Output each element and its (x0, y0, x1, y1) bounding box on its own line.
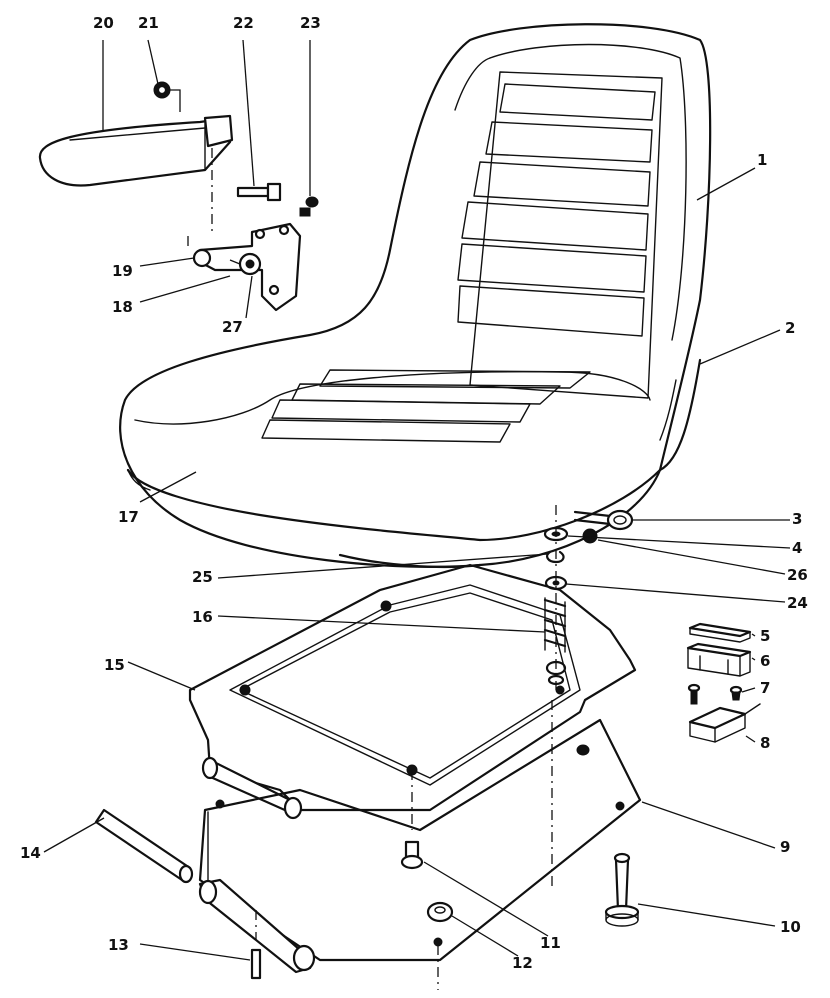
latch-parts (686, 622, 761, 743)
callout-7: 7 (760, 679, 770, 697)
callout-14: 14 (20, 844, 41, 862)
seat-assembly (119, 23, 712, 569)
callout-19: 19 (112, 262, 133, 280)
lower-pins (94, 744, 640, 980)
callout-16: 16 (192, 608, 213, 626)
pivot-hardware (543, 505, 634, 690)
callout-25: 25 (192, 568, 213, 586)
callout-24: 24 (787, 594, 808, 612)
armrest-assembly (38, 81, 319, 312)
leader-lines (43, 39, 791, 961)
callout-5: 5 (760, 627, 770, 645)
callout-20: 20 (93, 14, 114, 32)
callout-18: 18 (112, 298, 133, 316)
callout-9: 9 (780, 838, 790, 856)
callout-15: 15 (104, 656, 125, 674)
callout-22: 22 (233, 14, 254, 32)
callout-12: 12 (512, 954, 533, 972)
callout-2: 2 (785, 319, 795, 337)
callout-26: 26 (787, 566, 808, 584)
callout-23: 23 (300, 14, 321, 32)
callout-13: 13 (108, 936, 129, 954)
lower-base-plate (198, 700, 642, 990)
callout-27: 27 (222, 318, 243, 336)
callout-1: 1 (757, 151, 767, 169)
upper-seat-plate (188, 563, 637, 820)
callout-21: 21 (138, 14, 159, 32)
callout-3: 3 (792, 510, 802, 528)
callout-labels: 20 21 22 23 1 19 18 27 2 17 3 4 25 26 24… (20, 14, 808, 972)
callout-11: 11 (540, 934, 561, 952)
callout-10: 10 (780, 918, 801, 936)
callout-8: 8 (760, 734, 770, 752)
callout-6: 6 (760, 652, 770, 670)
callout-17: 17 (118, 508, 139, 526)
callout-4: 4 (792, 539, 802, 557)
